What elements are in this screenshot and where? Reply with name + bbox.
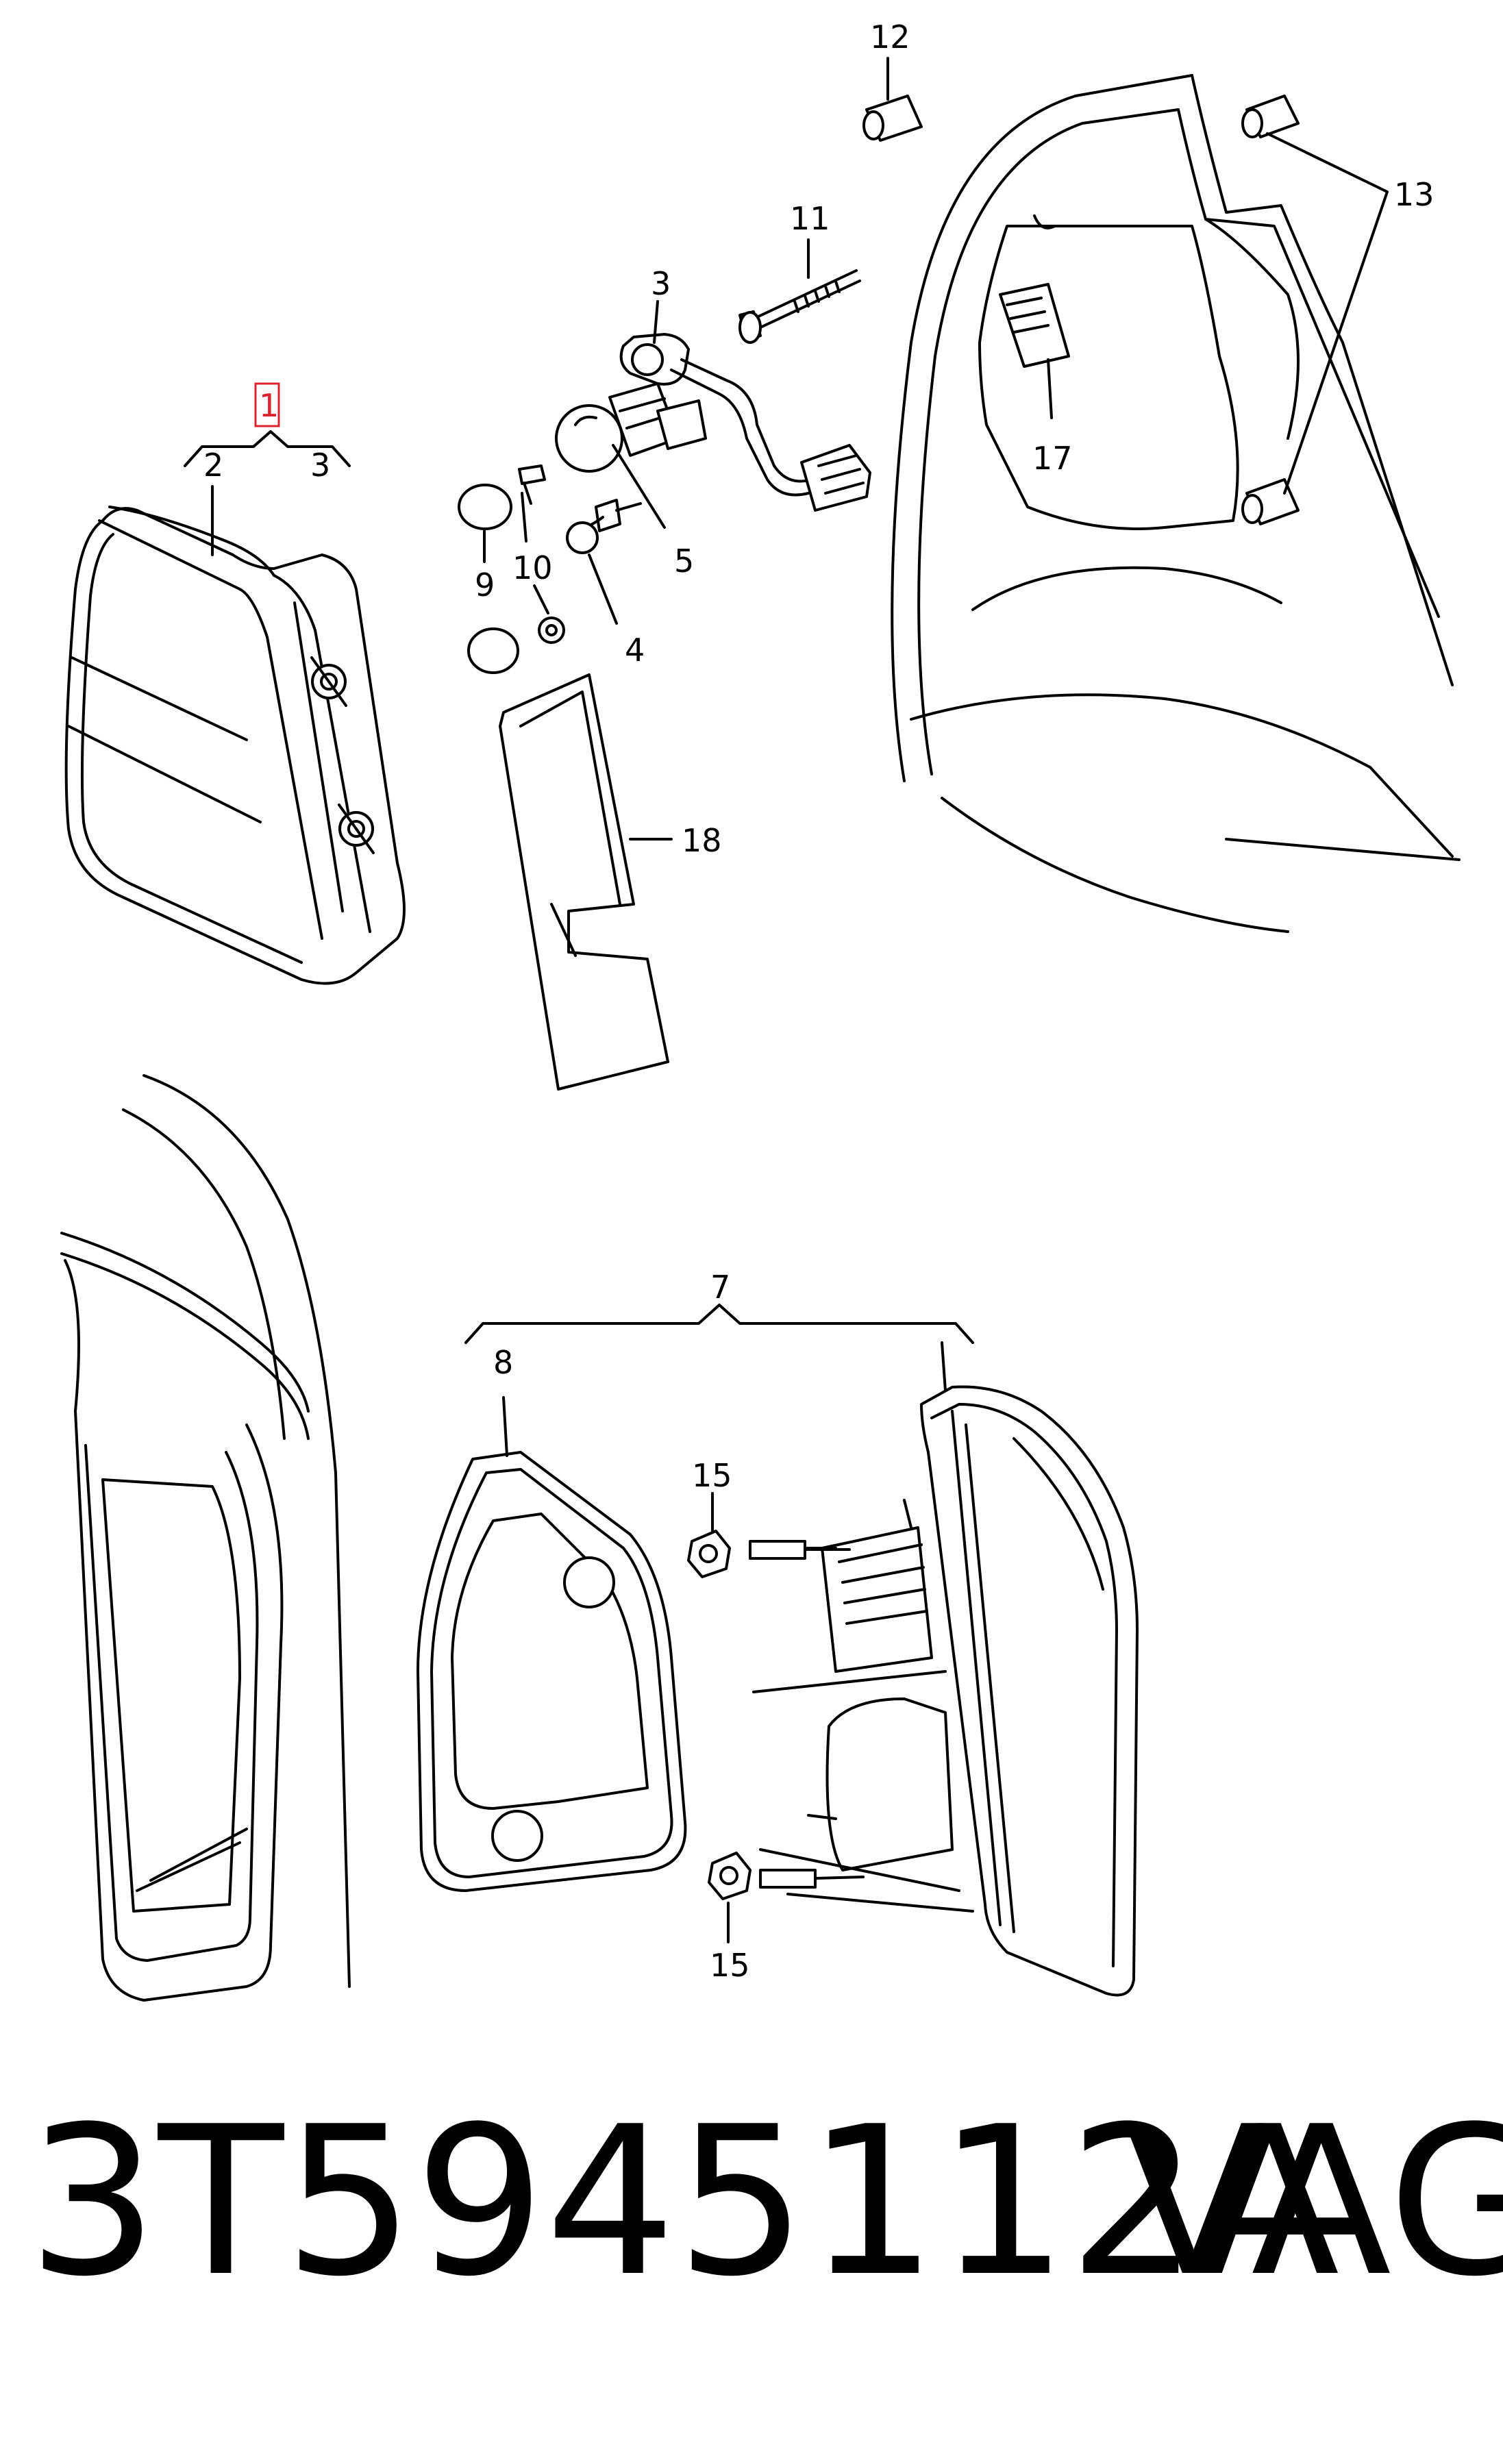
gasket-item-8 — [417, 1451, 687, 1892]
tail-light-assembly — [64, 506, 406, 985]
vehicle-rear-body-upper — [891, 74, 1461, 933]
bulb-holder-assembly — [555, 333, 871, 554]
callout-18: 18 — [682, 822, 722, 859]
callout-labels: 1 2 3 3 4 5 9 10 11 12 13 17 18 7 8 15 1… — [203, 18, 1434, 1984]
vehicle-rear-body-lower — [60, 1074, 351, 2002]
callout-3-bulb-holder: 3 — [651, 265, 671, 302]
callout-9: 9 — [475, 567, 495, 603]
callout-15-upper: 15 — [692, 1457, 732, 1494]
clip-and-plug-items — [458, 464, 565, 674]
part-number: 3T5945112A — [27, 2082, 1340, 2322]
nuts-item-15 — [687, 1530, 752, 1900]
screw-item-11 — [738, 269, 861, 344]
tail-light-item-7 — [749, 1385, 1139, 1997]
callout-17: 17 — [1032, 440, 1073, 477]
footer: 3T5945112A VAG — [0, 2089, 1503, 2315]
callout-7: 7 — [710, 1269, 730, 1306]
callout-15-lower: 15 — [710, 1947, 750, 1984]
item-7-bracket — [464, 1304, 974, 1344]
callout-11: 11 — [790, 200, 830, 237]
callout-4: 4 — [625, 632, 645, 669]
item-1-bracket — [184, 430, 351, 467]
nuts-item-12-13 — [862, 95, 1300, 525]
callout-5: 5 — [674, 543, 694, 580]
seal-strip-item-18 — [499, 673, 669, 1091]
callout-3-upper-left: 3 — [310, 447, 330, 484]
brand-label: VAG — [1123, 2082, 1503, 2322]
callout-8: 8 — [493, 1344, 513, 1381]
callout-13: 13 — [1394, 176, 1434, 213]
item-1-highlight-box — [254, 382, 280, 427]
callout-2: 2 — [203, 447, 223, 484]
leader-lines — [211, 57, 1389, 1943]
callout-12: 12 — [870, 18, 910, 55]
callout-10: 10 — [512, 549, 553, 586]
callout-1: 1 — [259, 387, 279, 424]
